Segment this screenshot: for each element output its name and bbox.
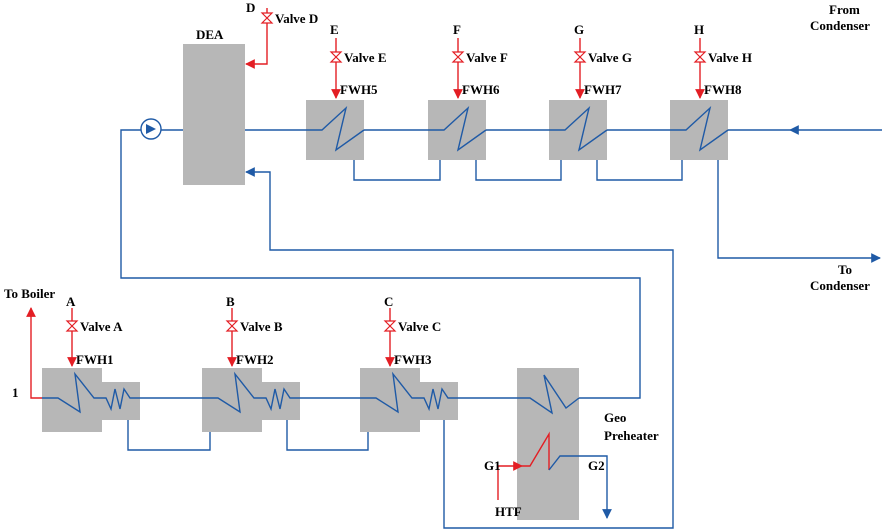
fwh2-vessel <box>202 368 300 432</box>
fwh5-label: FWH5 <box>340 82 378 97</box>
valve-b-icon <box>225 320 239 332</box>
to-boiler-pipe <box>26 307 42 399</box>
fwh2-coil <box>202 371 300 414</box>
htf-label: HTF <box>495 504 522 519</box>
from-condenser-label-1: From <box>829 2 860 17</box>
valve-e-icon <box>329 51 343 63</box>
fwh6-coil <box>428 105 487 152</box>
preheater-label: Preheater <box>604 428 659 443</box>
fwh1-label: FWH1 <box>76 352 114 367</box>
fwh8-label: FWH8 <box>704 82 742 97</box>
valve-c-icon <box>383 320 397 332</box>
htf-coil-hot <box>522 431 550 470</box>
to-boiler-label: To Boiler <box>4 286 55 301</box>
feed-pump-icon <box>140 118 162 140</box>
drain-fwh2-fwh3 <box>286 420 369 451</box>
valve-c-label: Valve C <box>398 319 441 334</box>
valve-g-icon <box>573 51 587 63</box>
valve-d-icon <box>260 12 274 24</box>
htf-outlet-pipe <box>548 455 612 519</box>
fwh3-coil <box>360 371 458 414</box>
fwh3-vessel <box>360 368 458 432</box>
valve-d-label: Valve D <box>275 11 318 26</box>
extraction-b-letter: B <box>226 294 235 309</box>
extraction-g-letter: G <box>574 22 584 37</box>
deaerator-vessel <box>183 44 245 185</box>
extraction-f-letter: F <box>453 22 461 37</box>
drain-fwh5-fwh6 <box>353 160 441 181</box>
fwh6-label: FWH6 <box>462 82 500 97</box>
drain-fwh7-fwh8 <box>596 160 683 181</box>
point-1-label: 1 <box>12 385 19 400</box>
geo-preheater-coil <box>517 374 580 415</box>
drain-fwh1-fwh2 <box>127 420 211 451</box>
valve-a-icon <box>65 320 79 332</box>
extraction-d-line <box>245 8 268 69</box>
extraction-c-letter: C <box>384 294 393 309</box>
from-condenser-label-2: Condenser <box>810 18 870 33</box>
to-condenser-label-1: To <box>838 262 852 277</box>
valve-e-label: Valve E <box>344 50 387 65</box>
extraction-d-letter: D <box>246 0 255 15</box>
fwh2-label: FWH2 <box>236 352 274 367</box>
dea-label: DEA <box>196 27 224 42</box>
fwh3-label: FWH3 <box>394 352 432 367</box>
valve-f-label: Valve F <box>466 50 508 65</box>
g1-label: G1 <box>484 458 501 473</box>
geo-label: Geo <box>604 410 626 425</box>
valve-b-label: Valve B <box>240 319 283 334</box>
to-condenser-label-2: Condenser <box>810 278 870 293</box>
valve-h-label: Valve H <box>708 50 752 65</box>
drain-fwh3-to-dea <box>245 167 674 529</box>
drain-fwh6-fwh7 <box>475 160 562 181</box>
valve-h-icon <box>693 51 707 63</box>
valve-f-icon <box>451 51 465 63</box>
extraction-a-letter: A <box>66 294 76 309</box>
to-condenser-drain <box>717 160 881 263</box>
fwh1-vessel <box>42 368 140 432</box>
fwh5-coil <box>306 105 365 152</box>
htf-inlet-pipe <box>497 461 523 500</box>
fwh1-coil <box>42 371 140 414</box>
fwh7-coil <box>549 105 608 152</box>
fwh7-label: FWH7 <box>584 82 622 97</box>
pump-discharge-pipe <box>120 129 641 399</box>
extraction-h-letter: H <box>694 22 704 37</box>
fwh8-coil <box>670 105 729 152</box>
valve-a-label: Valve A <box>80 319 123 334</box>
valve-g-label: Valve G <box>588 50 632 65</box>
extraction-e-letter: E <box>330 22 339 37</box>
g2-label: G2 <box>588 458 605 473</box>
